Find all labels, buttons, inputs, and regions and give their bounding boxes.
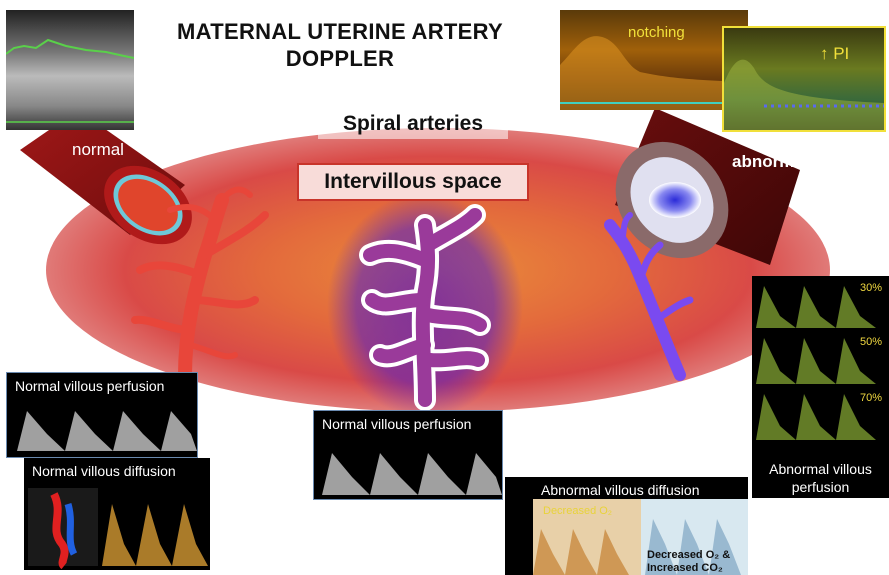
normal-perfusion-waveform-left [7,399,198,458]
diagram-title: MATERNAL UTERINE ARTERY DOPPLER [150,18,530,72]
normal-diffusion-caption-left: Normal villous diffusion [24,458,210,484]
notching-label: notching [628,24,685,41]
perfusion-waveform-30 [756,286,876,328]
normal-diffusion-waveform [24,484,210,570]
title-line-1: MATERNAL UTERINE ARTERY [150,18,530,45]
decreased-o2-co2-label: Decreased O₂ & Increased CO₂ [647,549,730,575]
perfusion-percent-30: 30% [860,282,882,294]
perfusion-waveform-50 [756,338,876,384]
abnormal-perfusion-panel: 30% 50% 70% Abnormal villous perfusion [752,276,889,498]
normal-perfusion-panel-center: Normal villous perfusion [313,410,503,500]
notching-doppler-panel: notching [560,10,748,110]
abnormal-diffusion-panel: Abnormal villous diffusion Decreased O₂ … [505,477,748,575]
abnormal-perfusion-caption: Abnormal villous perfusion [752,460,889,496]
spiral-arteries-label: Spiral arteries [318,109,508,139]
normal-perfusion-caption-center: Normal villous perfusion [314,411,502,437]
normal-vessel-label: normal [72,140,124,160]
pi-doppler-panel: ↑ PI [722,26,886,132]
pi-label: ↑ PI [820,44,849,64]
abnormal-vessel-label: abnormal [732,152,809,172]
abnormal-perfusion-caption-line-1: Abnormal villous [752,460,889,478]
decreased-o2-label: Decreased O₂ [543,505,612,517]
normal-doppler-thumbnail [6,10,134,130]
normal-doppler-trace [6,10,134,130]
perfusion-waveform-70 [756,394,876,440]
intervillous-space-label: Intervillous space [297,163,529,201]
perfusion-percent-50: 50% [860,336,882,348]
normal-diffusion-panel-left: Normal villous diffusion [24,458,210,570]
normal-perfusion-caption-left: Normal villous perfusion [7,373,197,399]
perfusion-percent-70: 70% [860,392,882,404]
pi-trace [724,28,884,130]
abnormal-perfusion-caption-line-2: perfusion [752,478,889,496]
decreased-o2-co2-line-2: Increased CO₂ [647,562,730,575]
normal-perfusion-waveform-center [314,437,503,500]
abnormal-perfusion-waveforms [752,276,889,446]
decreased-o2-co2-line-1: Decreased O₂ & [647,549,730,562]
normal-perfusion-panel-left: Normal villous perfusion [6,372,198,458]
title-line-2: DOPPLER [150,45,530,72]
